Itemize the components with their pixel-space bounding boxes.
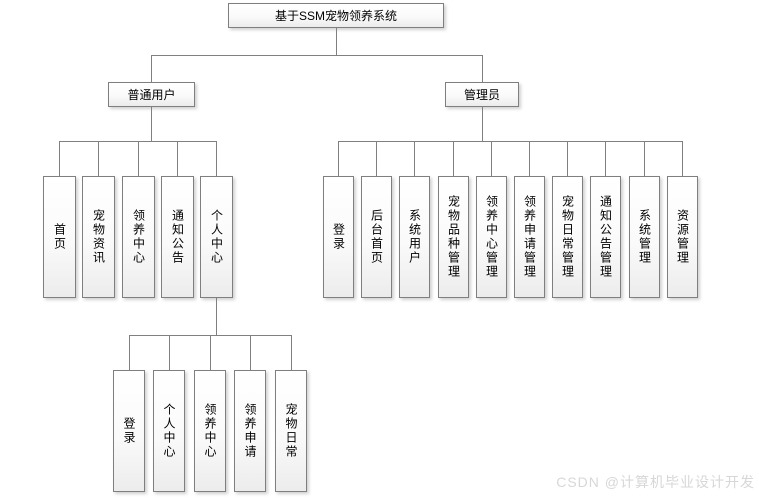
connector-line	[376, 141, 377, 176]
node-notice: 通知公告	[161, 176, 194, 298]
node-sub-adoption-center-label: 领养中心	[203, 403, 217, 459]
node-pet-daily-mgmt-label: 宠物日常管理	[560, 195, 575, 279]
connector-line	[491, 141, 492, 176]
connector-line	[529, 141, 530, 176]
node-sub-pet-daily: 宠物日常	[275, 370, 307, 492]
node-admin-home: 后台首页	[361, 176, 392, 298]
node-pet-breed-mgmt-label: 宠物品种管理	[446, 195, 461, 279]
connector-line	[414, 141, 415, 176]
node-sub-login: 登录	[113, 370, 145, 492]
connector-line	[644, 141, 645, 176]
node-pet-breed-mgmt: 宠物品种管理	[438, 176, 469, 298]
connector-line	[177, 141, 178, 176]
admin-branch-node: 管理员	[445, 82, 519, 107]
root-node: 基于SSM宠物领养系统	[228, 3, 444, 28]
node-system-user-label: 系统用户	[407, 209, 422, 265]
connector-line	[453, 141, 454, 176]
node-sub-personal-center: 个人中心	[153, 370, 185, 492]
connector-line	[151, 55, 152, 82]
connector-line	[250, 335, 251, 370]
node-sub-personal-center-label: 个人中心	[162, 403, 176, 459]
node-pet-info-label: 宠物资讯	[91, 209, 106, 265]
connector-line	[129, 335, 130, 370]
node-home: 首页	[43, 176, 76, 298]
connector-line	[567, 141, 568, 176]
root-node-label: 基于SSM宠物领养系统	[274, 9, 397, 23]
user-branch-label: 普通用户	[127, 88, 176, 102]
connector-line	[151, 55, 483, 56]
connector-line	[338, 141, 683, 142]
connector-line	[336, 28, 337, 55]
connector-line	[682, 141, 683, 176]
node-adoption-center-label: 领养中心	[131, 209, 146, 265]
connector-line	[338, 141, 339, 176]
node-adoption-center-mgmt-label: 领养中心管理	[484, 195, 499, 279]
node-admin-home-label: 后台首页	[369, 209, 384, 265]
node-personal-center-label: 个人中心	[209, 209, 224, 265]
watermark: CSDN @计算机毕业设计开发	[556, 474, 755, 490]
node-pet-info: 宠物资讯	[82, 176, 115, 298]
connector-line	[210, 335, 211, 370]
node-sub-adoption-apply: 领养申请	[234, 370, 266, 492]
node-pet-daily-mgmt: 宠物日常管理	[552, 176, 583, 298]
node-notice-label: 通知公告	[170, 209, 185, 265]
connector-line	[216, 141, 217, 176]
node-adoption-apply-mgmt: 领养申请管理	[514, 176, 545, 298]
node-system-mgmt: 系统管理	[629, 176, 660, 298]
connector-line	[138, 141, 139, 176]
connector-line	[216, 298, 217, 335]
node-sub-adoption-apply-label: 领养申请	[243, 403, 257, 459]
node-sub-login-label: 登录	[122, 417, 136, 445]
connector-line	[482, 55, 483, 82]
connector-line	[59, 141, 60, 176]
node-system-mgmt-label: 系统管理	[637, 209, 652, 265]
node-notice-mgmt: 通知公告管理	[590, 176, 621, 298]
node-resource-mgmt: 资源管理	[667, 176, 698, 298]
node-login: 登录	[323, 176, 354, 298]
node-home-label: 首页	[52, 223, 67, 251]
node-notice-mgmt-label: 通知公告管理	[598, 195, 613, 279]
node-resource-mgmt-label: 资源管理	[675, 209, 690, 265]
node-adoption-center-mgmt: 领养中心管理	[476, 176, 507, 298]
connector-line	[482, 107, 483, 141]
node-sub-pet-daily-label: 宠物日常	[284, 403, 298, 459]
node-sub-adoption-center: 领养中心	[194, 370, 226, 492]
node-adoption-center: 领养中心	[122, 176, 155, 298]
connector-line	[605, 141, 606, 176]
node-system-user: 系统用户	[399, 176, 430, 298]
connector-line	[169, 335, 170, 370]
node-adoption-apply-mgmt-label: 领养申请管理	[522, 195, 537, 279]
connector-line	[291, 335, 292, 370]
user-branch-node: 普通用户	[108, 82, 195, 107]
node-personal-center: 个人中心	[200, 176, 233, 298]
node-login-label: 登录	[331, 223, 346, 251]
connector-line	[98, 141, 99, 176]
admin-branch-label: 管理员	[463, 88, 500, 102]
connector-line	[151, 107, 152, 141]
